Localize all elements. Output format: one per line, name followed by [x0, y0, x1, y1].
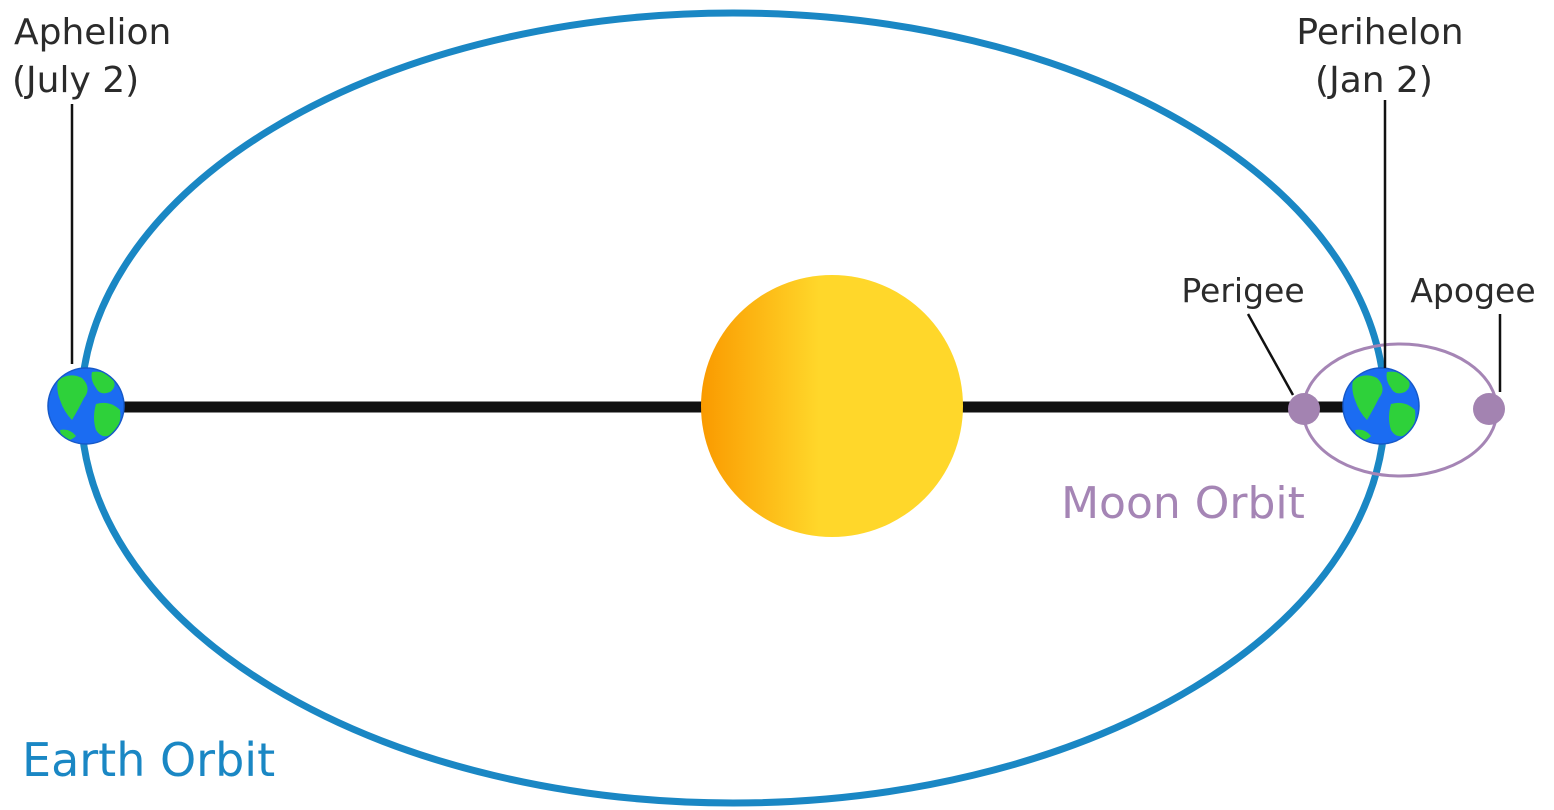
perigee-leader	[1248, 314, 1293, 395]
perihelion-label: Perihelon	[1296, 12, 1463, 53]
sun-icon	[701, 275, 963, 537]
perigee-label: Perigee	[1181, 271, 1304, 310]
aphelion-label: Aphelion	[14, 12, 171, 53]
moon-orbit-label: Moon Orbit	[1061, 478, 1305, 529]
moon-icon	[1473, 393, 1505, 425]
aphelion-date-label: (July 2)	[12, 60, 139, 101]
earth-orbit-label: Earth Orbit	[22, 733, 275, 787]
apogee-label: Apogee	[1410, 271, 1535, 310]
moon-icon	[1288, 393, 1320, 425]
perihelion-date-label: (Jan 2)	[1315, 60, 1433, 101]
